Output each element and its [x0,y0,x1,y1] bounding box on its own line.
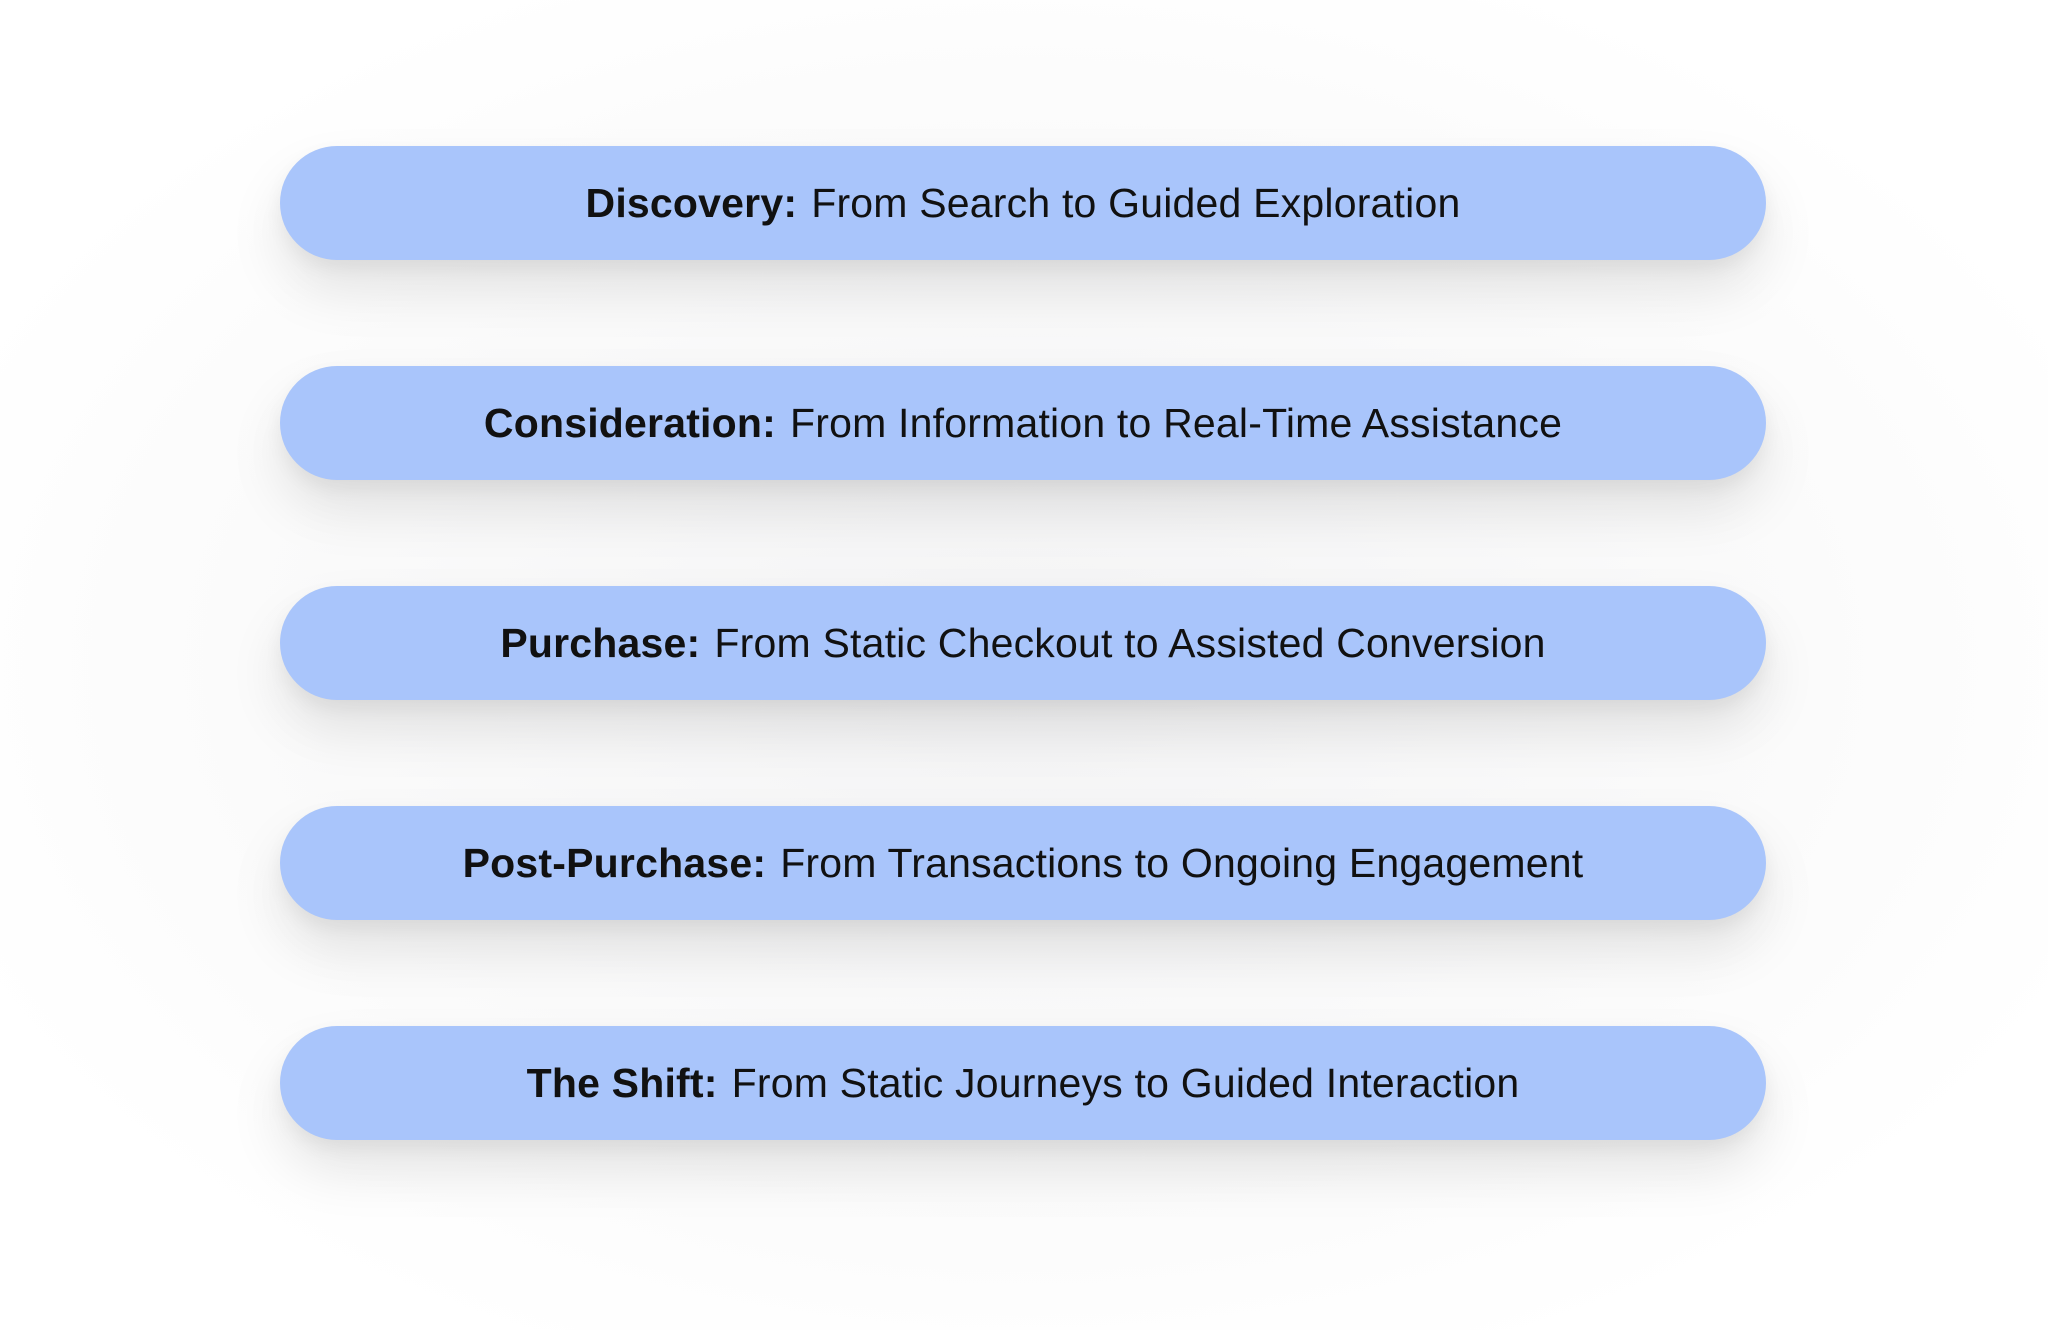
stage-term: Post-Purchase [462,839,753,886]
stage-description: From Static Journeys to Guided Interacti… [731,1059,1520,1106]
stage-pill-discovery: Discovery: From Search to Guided Explorat… [280,146,1766,260]
stage-separator: : [703,1059,718,1106]
stage-pill-the-shift: The Shift: From Static Journeys to Guided… [280,1026,1766,1140]
stage-description: From Information to Real-Time Assistance [790,399,1563,446]
stage-description: From Static Checkout to Assisted Convers… [714,619,1546,666]
stage-separator: : [762,399,776,446]
stage-term: The Shift [526,1059,704,1106]
stage-separator: : [783,179,798,226]
stage-description: From Transactions to Ongoing Engagement [780,839,1584,886]
stage-pill-consideration: Consideration: From Information to Real-T… [280,366,1766,480]
stage-separator: : [752,839,767,886]
stage-term: Purchase [500,619,687,666]
stage-term: Discovery [585,179,784,226]
stage-separator: : [686,619,701,666]
stage-list: Discovery: From Search to Guided Explorat… [280,146,1766,1140]
stage-term: Consideration [483,399,763,446]
stage-pill-purchase: Purchase: From Static Checkout to Assiste… [280,586,1766,700]
stage-description: From Search to Guided Exploration [811,179,1461,226]
stage-pill-post-purchase: Post-Purchase: From Transactions to Ongoi… [280,806,1766,920]
